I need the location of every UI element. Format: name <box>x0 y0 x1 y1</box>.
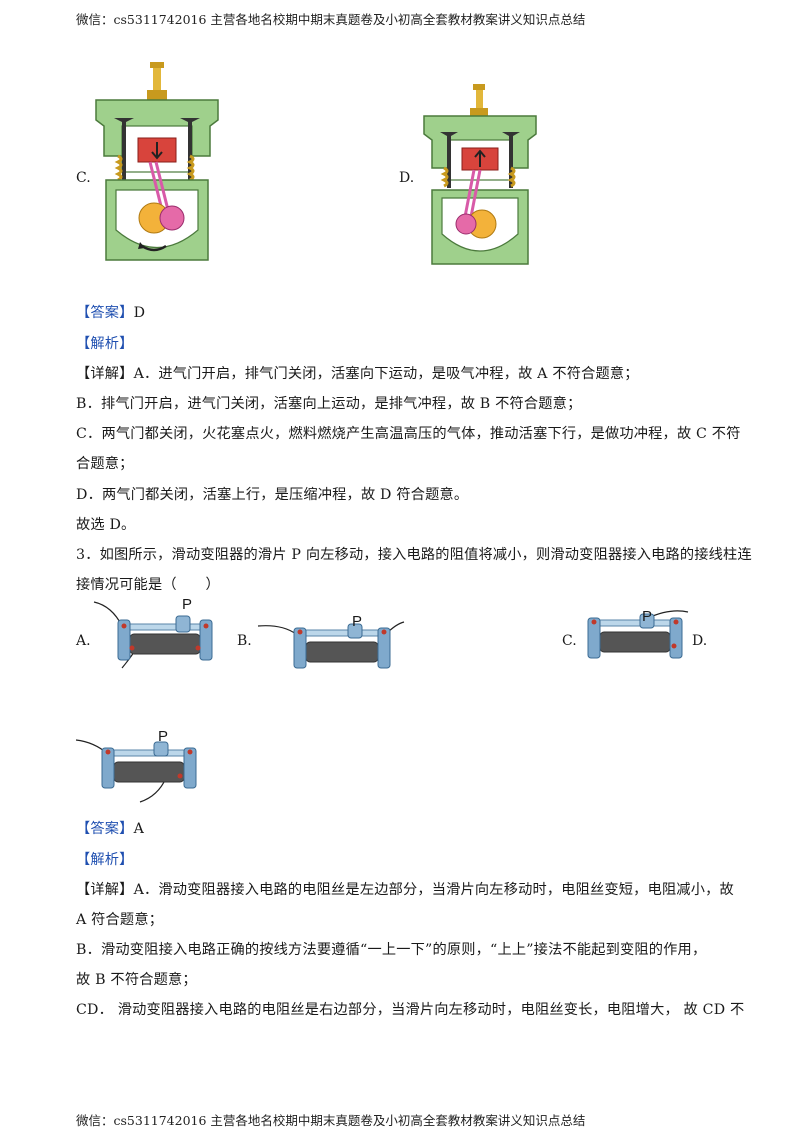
q2-conclusion: 故选 D。 <box>76 517 136 533</box>
q3-option-b-label: B. <box>237 633 252 649</box>
rheostat-diagram-c <box>587 610 689 659</box>
q3-line-cd: CD． 滑动变阻器接入电路的电阻丝是右边部分，当滑片向左移动时，电阻丝变长，电阻… <box>76 1002 745 1018</box>
rheostat-b-slider-label: P <box>352 613 363 630</box>
rheostat-c-slider-label: P <box>642 608 653 625</box>
q2-detail-tag: 【详解】 <box>76 366 134 382</box>
q3-answer: 【答案】A <box>76 818 144 838</box>
q3-line-a1-text: A．滑动变阻器接入电路的电阻丝是左边部分，当滑片向左移动时，电阻丝变短，电阻减小… <box>133 882 734 898</box>
page-header: 微信：cs5311742016 主营各地名校期中期末真题卷及小初高全套教材教案讲… <box>76 12 586 27</box>
q2-line-a-text: A．进气门开启，排气门关闭，活塞向下运动，是吸气冲程，故 A 不符合题意； <box>133 366 639 382</box>
q2-detail-line-a: 【详解】A．进气门开启，排气门关闭，活塞向下运动，是吸气冲程，故 A 不符合题意… <box>76 363 639 383</box>
rheostat-diagram-a <box>93 601 213 669</box>
q3-line-b2: 故 B 不符合题意； <box>76 972 197 988</box>
q2-answer-value: D <box>133 305 146 321</box>
page-footer: 微信：cs5311742016 主营各地名校期中期末真题卷及小初高全套教材教案讲… <box>76 1113 586 1128</box>
q2-answer: 【答案】D <box>76 302 145 322</box>
engine-diagram-c <box>95 62 219 261</box>
q3-option-d-label: D. <box>692 633 708 649</box>
q3-stem-line1: 3．如图所示，滑动变阻器的滑片 P 向左移动，接入电路的阻值将减小，则滑动变阻器… <box>76 547 752 563</box>
q2-option-c-label: C. <box>76 170 91 186</box>
rheostat-diagram-d <box>75 739 197 803</box>
q2-analysis-tag: 【解析】 <box>76 336 134 352</box>
rheostat-d-slider-label: P <box>158 728 169 745</box>
q3-answer-value: A <box>133 821 145 837</box>
q3-detail-line-a1: 【详解】A．滑动变阻器接入电路的电阻丝是左边部分，当滑片向左移动时，电阻丝变短，… <box>76 879 734 899</box>
q3-answer-tag: 【答案】 <box>76 821 134 837</box>
q2-option-d-label: D. <box>399 170 415 186</box>
q2-line-b: B．排气门开启，进气门关闭，活塞向上运动，是排气冲程，故 B 不符合题意； <box>76 396 582 412</box>
q2-line-c1: C．两气门都关闭，火花塞点火，燃料燃烧产生高温高压的气体，推动活塞下行，是做功冲… <box>76 426 741 442</box>
q3-detail-tag: 【详解】 <box>76 882 134 898</box>
q3-stem-line2: 接情况可能是（ ） <box>76 577 220 593</box>
rheostat-a-slider-label: P <box>182 596 193 613</box>
q2-answer-tag: 【答案】 <box>76 305 134 321</box>
q2-line-d: D．两气门都关闭，活塞上行，是压缩冲程，故 D 符合题意。 <box>76 487 469 503</box>
q2-line-c2: 合题意； <box>76 456 134 472</box>
rheostat-diagram-b <box>257 621 405 669</box>
engine-diagram-d <box>423 84 537 265</box>
q3-line-a2: A 符合题意； <box>76 912 164 928</box>
q3-option-c-label: C. <box>562 633 577 649</box>
q3-option-a-label: A. <box>76 633 91 649</box>
q3-line-b1: B．滑动变阻接入电路正确的按线方法要遵循“一上一下”的原则，“上上”接法不能起到… <box>76 942 707 958</box>
q3-analysis-tag: 【解析】 <box>76 852 134 868</box>
